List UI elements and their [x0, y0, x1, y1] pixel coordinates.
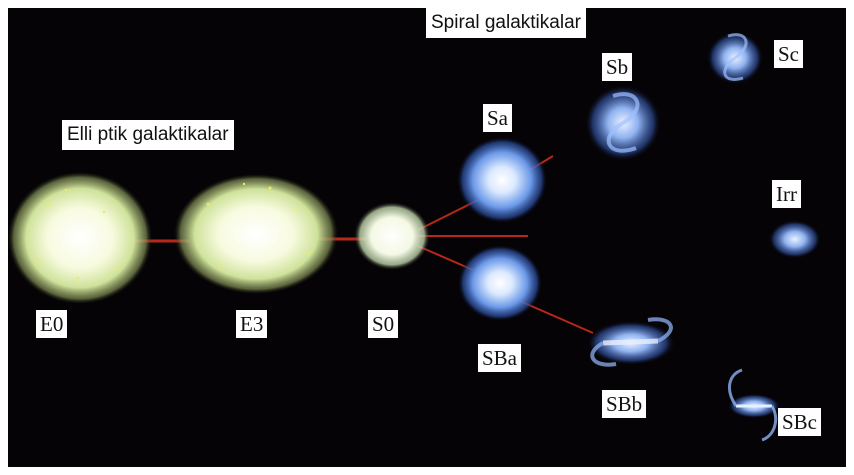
galaxy-e0: [8, 172, 152, 304]
label-sb: Sb: [602, 53, 633, 81]
galaxy-sba: [458, 245, 542, 321]
label-sc: Sc: [774, 40, 803, 68]
galaxy-sc: [707, 32, 763, 84]
label-sa: Sa: [483, 104, 512, 132]
label-e0: E0: [36, 310, 68, 338]
galaxy-irr: [768, 220, 821, 259]
label-sba: SBa: [478, 344, 522, 372]
galaxy-sbc: [727, 368, 780, 442]
galaxy-sa: [457, 137, 547, 223]
label-irr: Irr: [772, 180, 801, 208]
label-s0: S0: [368, 310, 399, 338]
galaxy-sbb: [587, 317, 675, 367]
galaxy-s0: [354, 202, 430, 270]
galaxy-sb: [585, 85, 661, 161]
diagram-canvas: Elli ptik galaktikalar Spiral galaktikal…: [8, 8, 846, 467]
label-sbc: SBc: [778, 408, 822, 436]
galaxy-sequence-art: [8, 32, 821, 442]
galaxy-e3: [174, 174, 338, 294]
label-e3: E3: [236, 310, 268, 338]
elliptical-heading: Elli ptik galaktikalar: [62, 120, 234, 150]
spiral-heading: Spiral galaktikalar: [426, 8, 586, 38]
label-sbb: SBb: [602, 390, 647, 418]
star-speckles: [36, 182, 310, 280]
